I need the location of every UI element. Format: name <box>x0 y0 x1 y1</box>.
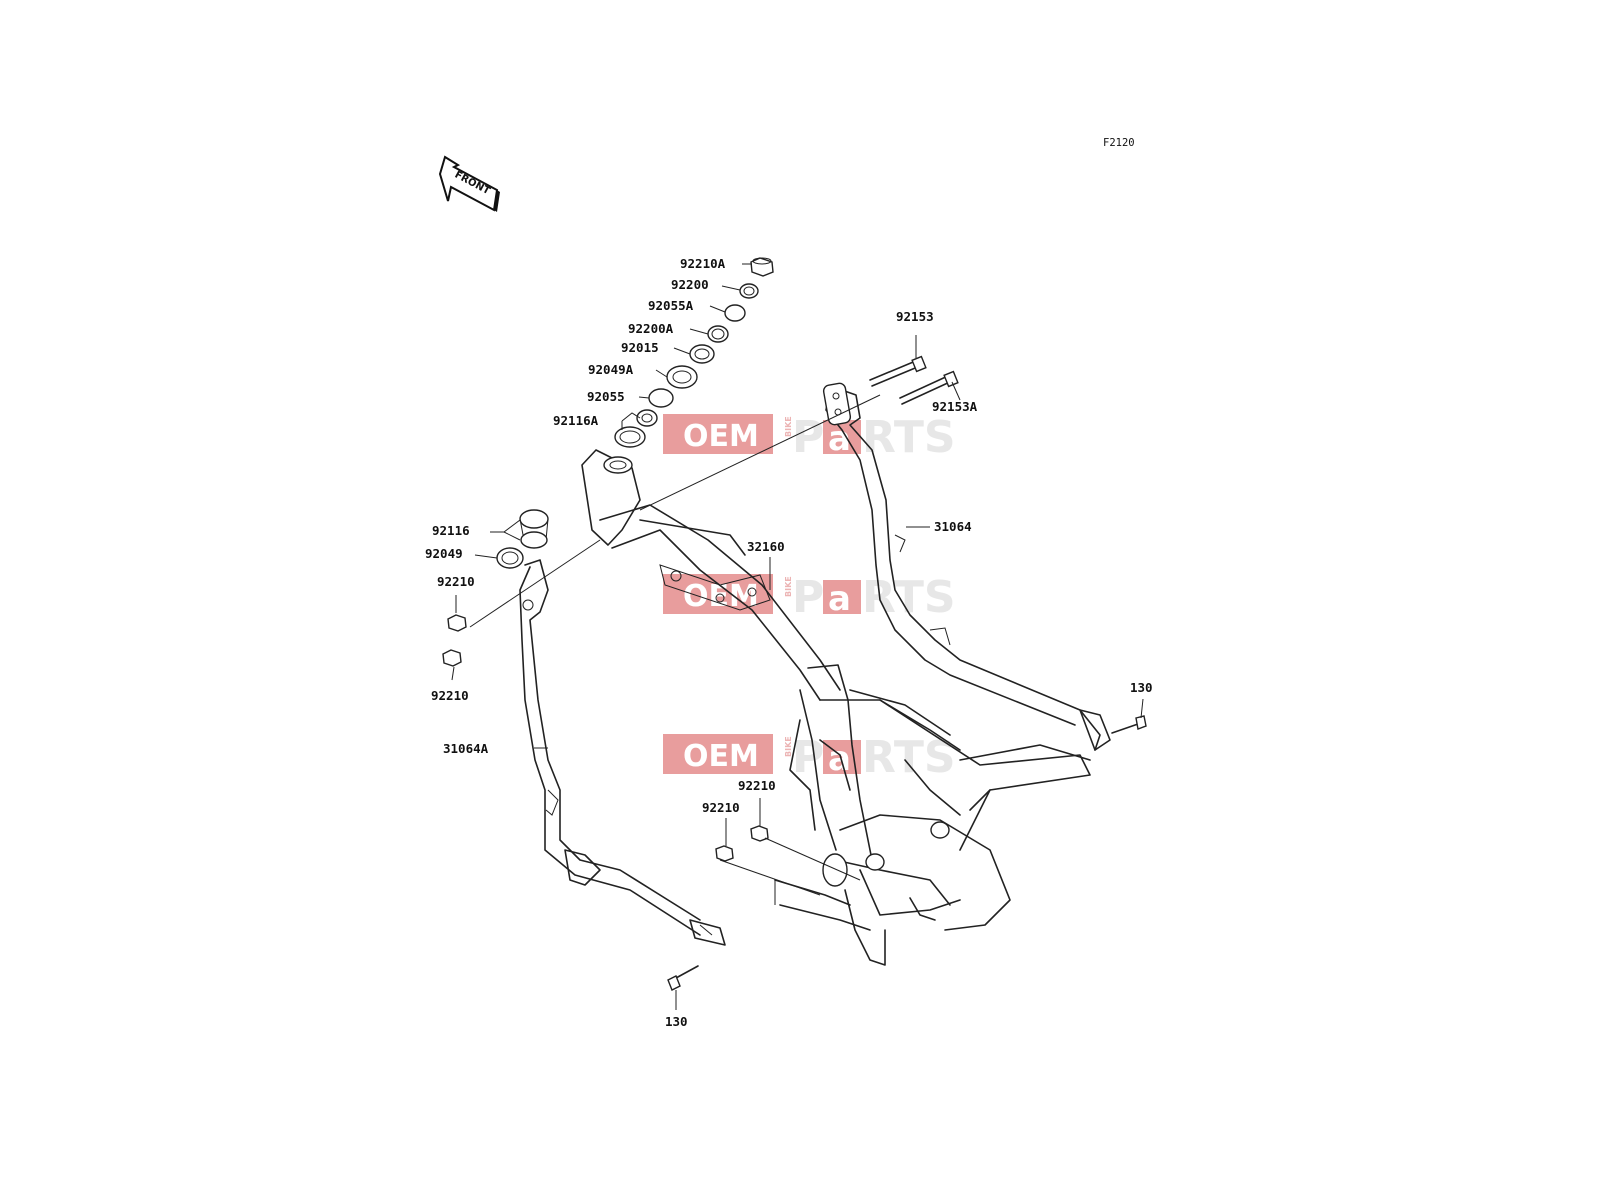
watermark-oem-text: OEM <box>683 579 759 614</box>
label-92210-upper-left: 92210 <box>437 574 475 589</box>
label-92210-lower-left: 92210 <box>431 688 469 703</box>
label-92200A: 92200A <box>628 321 674 336</box>
watermark-parts-a: a <box>828 579 851 619</box>
label-92055A: 92055A <box>648 298 694 313</box>
watermark-oem-bike-parts-2: OEM BIKE P a RTS <box>663 572 956 623</box>
label-92116A: 92116A <box>553 413 599 428</box>
label-92015: 92015 <box>621 340 659 355</box>
label-130-right: 130 <box>1130 680 1153 695</box>
watermark-oem-bike-parts-1: OEM BIKE P a RTS <box>663 412 956 463</box>
label-32160: 32160 <box>747 539 785 554</box>
label-92049A: 92049A <box>588 362 634 377</box>
label-92210-center-left: 92210 <box>702 800 740 815</box>
label-31064A: 31064A <box>443 741 489 756</box>
watermark-parts-rts: RTS <box>862 732 956 783</box>
label-92049: 92049 <box>425 546 463 561</box>
watermark-bike-text: BIKE <box>784 416 793 437</box>
watermark-bike-text: BIKE <box>784 576 793 597</box>
watermark-parts-rts: RTS <box>862 572 956 623</box>
label-92153A: 92153A <box>932 399 978 414</box>
label-92210A: 92210A <box>680 256 726 271</box>
label-92200: 92200 <box>671 277 709 292</box>
right-down-tube-31064 <box>822 382 1111 751</box>
diagram-code: F2120 <box>1103 137 1135 149</box>
watermark-parts-p: P <box>792 572 824 623</box>
watermark-parts-rts: RTS <box>862 412 956 463</box>
watermark-oem-text: OEM <box>683 739 759 774</box>
label-92210-center-right: 92210 <box>738 778 776 793</box>
watermark-oem-text: OEM <box>683 419 759 454</box>
label-130-bottom: 130 <box>665 1014 688 1029</box>
label-92116: 92116 <box>432 523 470 538</box>
front-arrow-icon: FRONT <box>438 155 500 212</box>
watermark-parts-p: P <box>792 412 824 463</box>
watermark-bike-text: BIKE <box>784 736 793 757</box>
label-31064: 31064 <box>934 519 972 534</box>
leader-lines <box>451 263 1144 1010</box>
main-frame-drawing <box>581 449 1091 966</box>
watermark-parts-a: a <box>828 419 851 459</box>
steering-stack-parts <box>496 257 774 569</box>
label-92153: 92153 <box>896 309 934 324</box>
top-tube-lines <box>469 394 881 628</box>
part-number-labels: 92210A 92200 92055A 92200A 92015 92049A … <box>425 256 1153 1029</box>
hardware-nuts-bolts <box>442 355 1147 991</box>
watermark-parts-a: a <box>828 739 851 779</box>
label-92055: 92055 <box>587 389 625 404</box>
watermark-oem-bike-parts-3: OEM BIKE P a RTS <box>663 732 956 783</box>
left-down-tube-31064A <box>519 559 726 946</box>
watermark-parts-p: P <box>792 732 824 783</box>
